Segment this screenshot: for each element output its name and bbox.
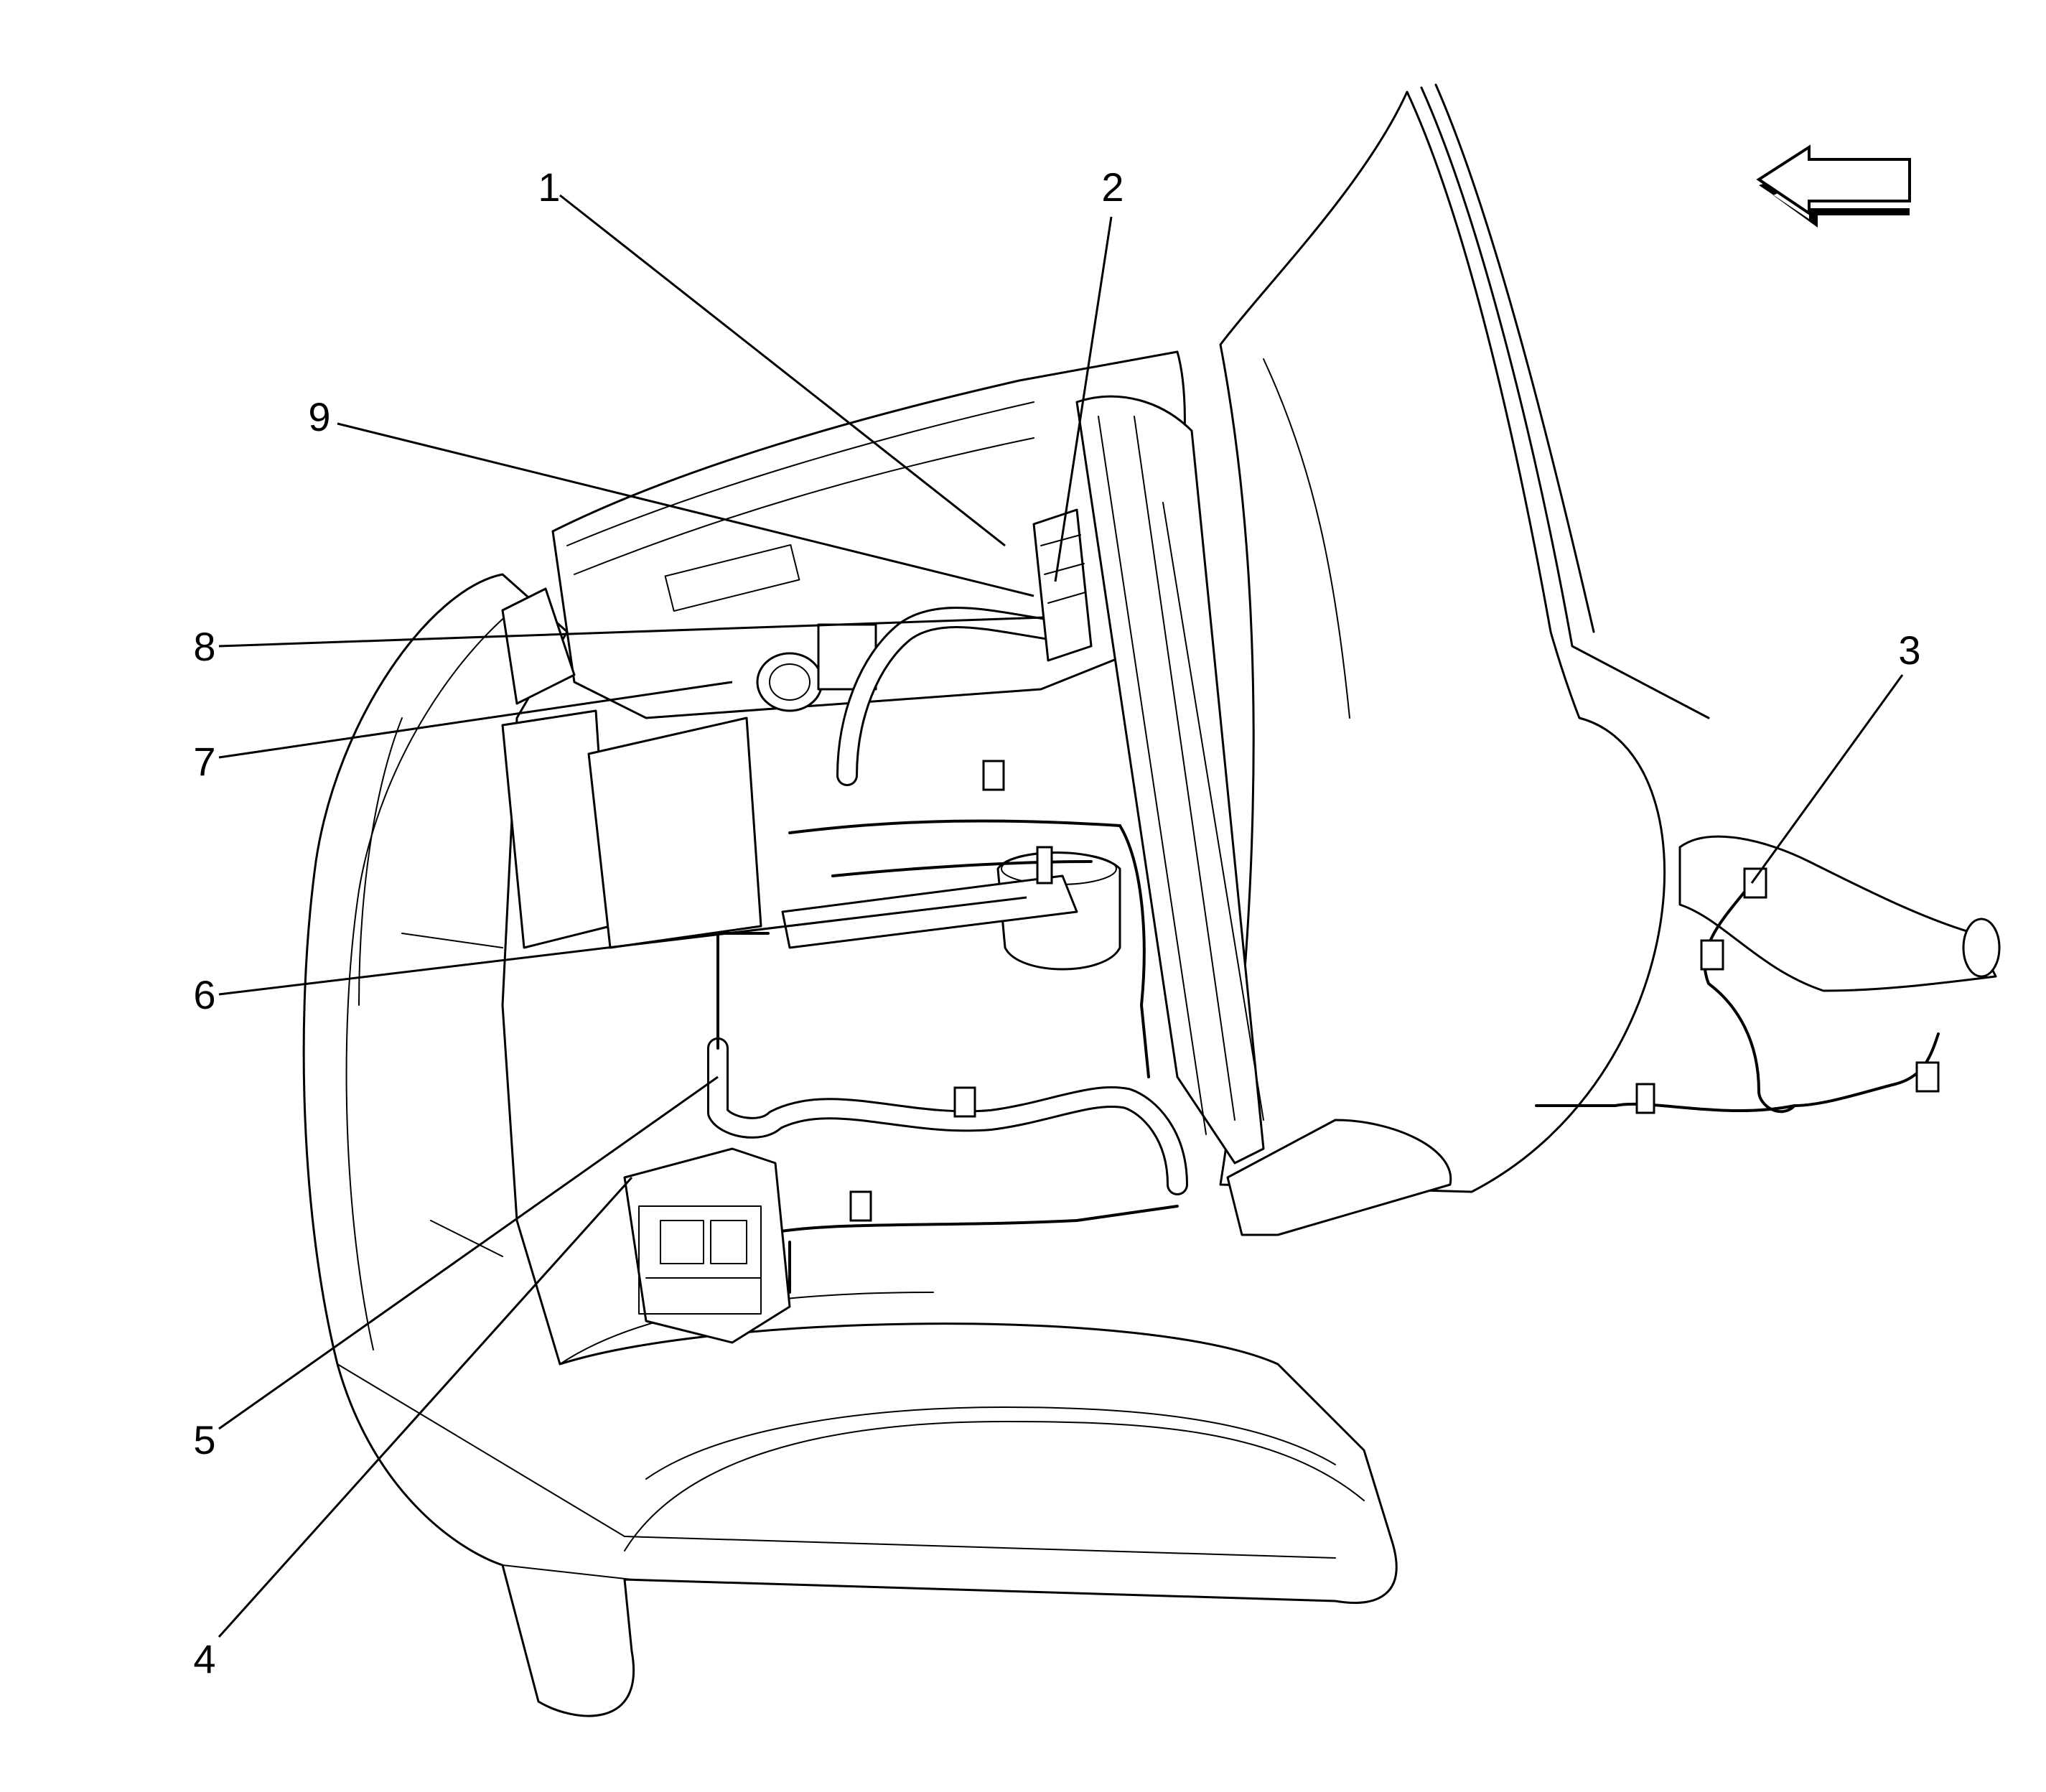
callout-2: 2: [1101, 164, 1124, 210]
hood-panel: [1219, 83, 1710, 1193]
fuse-block: [623, 1147, 791, 1344]
front-fascia: [302, 573, 1398, 1717]
inner-fender-apron: [1075, 395, 1452, 1236]
leader-5: [218, 1075, 719, 1430]
leader-1: [559, 194, 1006, 547]
leader-7: [218, 681, 733, 759]
leader-6: [218, 896, 1027, 996]
control-module: [1032, 508, 1093, 662]
left-arrow-icon: [1756, 144, 1911, 228]
callout-labels: 1 2 3 4 5 6 7 8 9: [193, 164, 1920, 1681]
callout-4: 4: [193, 1636, 215, 1681]
callout-8: 8: [193, 624, 215, 669]
engine-components: [756, 623, 1121, 971]
callout-5: 5: [193, 1417, 215, 1462]
callout-9: 9: [308, 394, 330, 439]
callout-1: 1: [538, 164, 560, 210]
callout-6: 6: [193, 972, 215, 1017]
callout-3: 3: [1898, 627, 1920, 673]
fender-harness: [1535, 835, 2001, 1114]
leader-2: [1054, 216, 1113, 582]
leader-4: [218, 1176, 633, 1638]
leader-3: [1750, 674, 1904, 884]
leader-8: [218, 616, 1045, 648]
callout-7: 7: [193, 739, 215, 784]
leader-9: [337, 422, 1034, 597]
leader-lines: [218, 194, 1904, 1638]
